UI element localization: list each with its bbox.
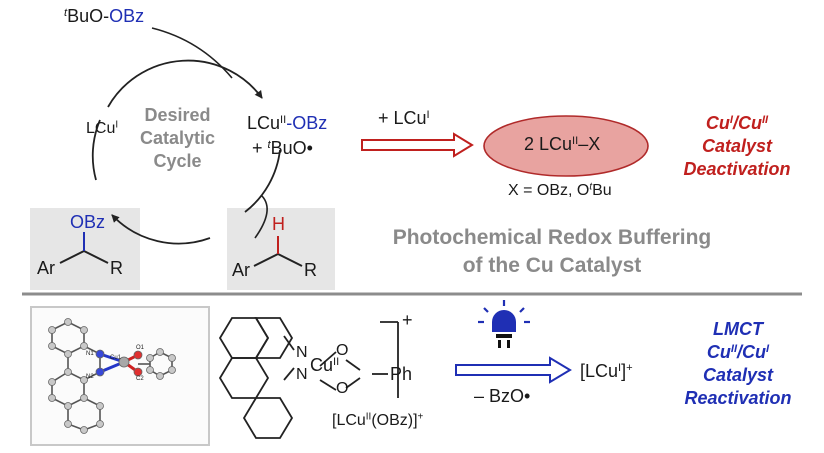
- complex-label: [LCuII(OBz)]+: [332, 411, 424, 429]
- substrate-box: [227, 208, 335, 290]
- x-definition: X = OBz, OtBu: [508, 181, 612, 199]
- crystal-structure-frame: [30, 306, 210, 446]
- product-cu1-label: [LCuI]+: [580, 361, 633, 381]
- complex-charge: +: [402, 310, 413, 330]
- substrate-r-label: R: [304, 260, 317, 280]
- radical-label: + tBuO•: [252, 138, 313, 158]
- headline: Photochemical Redox Buffering of the Cu …: [392, 226, 712, 277]
- light-bulb-icon: [478, 300, 530, 348]
- complex-o-top: O: [336, 342, 349, 359]
- crystal-atoms: [48, 318, 176, 434]
- substrate-h-label: H: [272, 214, 285, 234]
- arrow-reagent-label: + LCuI: [378, 108, 430, 128]
- ellipse-label: 2 LCuII–X: [524, 134, 601, 154]
- hollow-arrow-icon-blue: [455, 356, 572, 384]
- complex-cu: CuII: [310, 355, 340, 375]
- reactivation-label: LMCT CuII/CuI Catalyst Reactivation: [684, 319, 792, 408]
- cycle-label: Desired Catalytic Cycle: [140, 105, 216, 171]
- complex-o-bottom: O: [336, 380, 349, 397]
- deactivation-ellipse: [483, 115, 649, 177]
- reagent-label: tBuO-OBz: [64, 6, 145, 26]
- product-ar-label: Ar: [37, 258, 55, 278]
- deactivation-label: CuI/CuII Catalyst Deactivation: [683, 113, 791, 179]
- reagent-entry-arrow: [151, 27, 233, 79]
- substrate-ar-label: Ar: [232, 260, 250, 280]
- hollow-arrow-icon-red: [361, 132, 474, 158]
- complex-n-top: N: [296, 344, 308, 361]
- complex-ph: Ph: [390, 364, 413, 384]
- substrate-structure: [253, 236, 303, 267]
- product-group-label: OBz: [70, 212, 106, 232]
- phenanthroline-structure: [218, 317, 399, 439]
- substrate-entry-arrow: [254, 195, 268, 239]
- cu2-label: LCuII-OBz: [247, 113, 328, 133]
- crystal-structure: [51, 321, 173, 431]
- catalytic-cycle-arcs: [91, 59, 281, 245]
- product-structure: [59, 232, 109, 264]
- minus-bzo-label: – BzO•: [474, 386, 531, 406]
- cu1-label: LCuI: [86, 119, 119, 137]
- product-r-label: R: [110, 258, 123, 278]
- complex-n-bottom: N: [296, 366, 308, 383]
